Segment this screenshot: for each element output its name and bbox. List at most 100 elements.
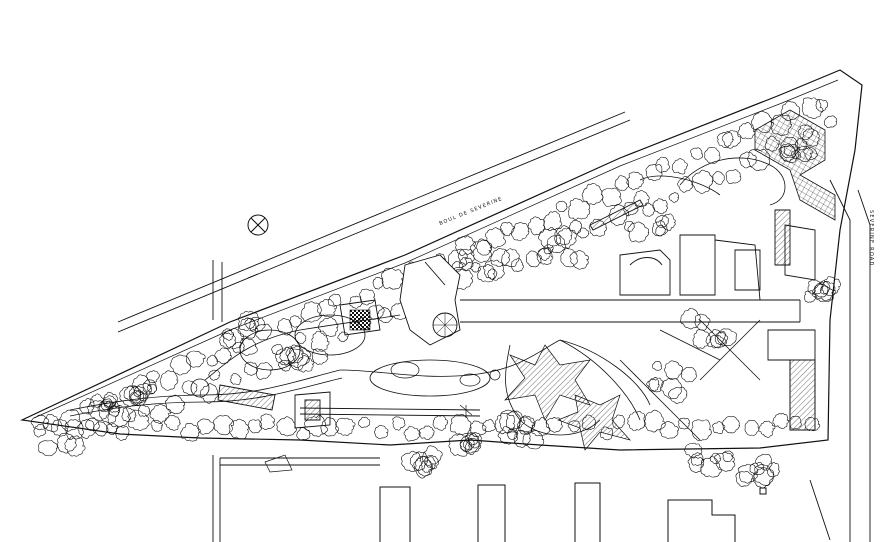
tree-icon	[668, 386, 688, 404]
tree-icon	[287, 345, 311, 369]
tree-icon	[569, 250, 589, 270]
tree-icon	[601, 187, 622, 207]
tree-icon	[186, 350, 206, 368]
tree-icon	[678, 417, 690, 430]
tree-icon	[510, 257, 524, 272]
tree-icon	[419, 425, 435, 440]
tree-icon	[169, 354, 192, 376]
tree-icon	[422, 445, 443, 466]
tree-icon	[317, 298, 338, 318]
tree-icon	[487, 268, 498, 280]
tree-icon	[501, 248, 520, 268]
tree-icon	[507, 428, 519, 441]
site-boundary	[19, 69, 863, 451]
tree-icon	[237, 317, 259, 339]
tree-icon	[320, 417, 339, 437]
tree-icon	[824, 115, 838, 129]
tree-icon	[704, 147, 721, 164]
tree-icon	[206, 354, 218, 367]
tree-icon	[546, 235, 566, 253]
tree-icon	[414, 455, 436, 477]
tree-icon	[87, 400, 110, 422]
tree-icon	[725, 169, 742, 184]
tree-icon	[164, 394, 186, 415]
tree-icon	[807, 279, 824, 295]
tree-icon	[238, 310, 260, 332]
tree-icon	[660, 377, 682, 400]
tree-icon	[349, 295, 363, 309]
tree-icon	[128, 409, 150, 431]
tree-icon	[147, 383, 157, 394]
tree-icon	[459, 440, 472, 453]
tree-icon	[567, 198, 591, 220]
tree-icon	[684, 442, 703, 459]
tree-icon	[627, 410, 647, 432]
tree-icon	[753, 464, 775, 486]
tree-icon	[691, 169, 714, 194]
tree-icon	[289, 315, 302, 328]
tree-icon	[64, 419, 84, 440]
tree-icon	[722, 416, 740, 434]
tree-icon	[652, 219, 668, 237]
tree-icon	[655, 215, 669, 229]
tree-icon	[690, 147, 704, 160]
tree-icon	[108, 404, 120, 417]
tree-icon	[705, 329, 728, 349]
tree-icon	[102, 391, 119, 408]
tree-icon	[150, 419, 163, 432]
tree-icon	[374, 425, 389, 440]
tree-icon	[712, 421, 726, 434]
tree-icon	[652, 361, 663, 371]
tree-icon	[208, 369, 221, 381]
tree-icon	[247, 419, 262, 434]
right-road-label: SEVERINE ROAD	[868, 210, 874, 267]
tree-icon	[42, 414, 60, 433]
tree-icon	[513, 430, 531, 448]
tree-icon	[230, 373, 242, 385]
tree-icon	[30, 414, 49, 431]
tree-icon	[714, 451, 736, 472]
adjacent-blocks	[379, 482, 767, 542]
tree-icon	[424, 455, 439, 469]
tree-icon	[409, 451, 428, 471]
tree-icon	[483, 259, 505, 281]
tree-icon	[77, 418, 96, 439]
tree-icon	[536, 248, 554, 265]
tree-icon	[490, 248, 510, 268]
tree-icon	[59, 409, 81, 432]
tree-canopy	[30, 97, 841, 489]
tree-icon	[463, 438, 475, 451]
tree-icon	[569, 219, 582, 235]
tree-icon	[755, 453, 773, 471]
play-elements	[264, 361, 501, 473]
tree-icon	[432, 415, 448, 431]
tree-icon	[494, 412, 516, 435]
tree-icon	[712, 171, 725, 185]
tree-icon	[722, 450, 734, 462]
tree-icon	[337, 331, 349, 343]
tree-icon	[813, 284, 829, 298]
tree-icon	[259, 413, 276, 430]
tree-icon	[243, 361, 259, 376]
tree-icon	[560, 248, 578, 268]
tree-icon	[527, 216, 546, 236]
tree-icon	[105, 423, 119, 435]
tree-icon	[485, 227, 506, 249]
tree-icon	[222, 328, 245, 350]
tree-icon	[276, 416, 297, 437]
tree-icon	[772, 413, 789, 429]
tree-icon	[199, 383, 220, 404]
tree-icon	[737, 463, 759, 484]
tree-icon	[358, 416, 371, 428]
tree-icon	[581, 183, 604, 205]
tree-icon	[738, 151, 757, 169]
tree-icon	[814, 280, 836, 302]
tent-structures	[504, 344, 632, 451]
tree-icon	[646, 379, 660, 392]
tree-icon	[380, 267, 404, 290]
tree-icon	[197, 418, 215, 435]
tree-icon	[33, 423, 47, 438]
tree-icon	[458, 257, 474, 272]
tree-icon	[51, 418, 69, 437]
tree-icon	[671, 158, 688, 175]
